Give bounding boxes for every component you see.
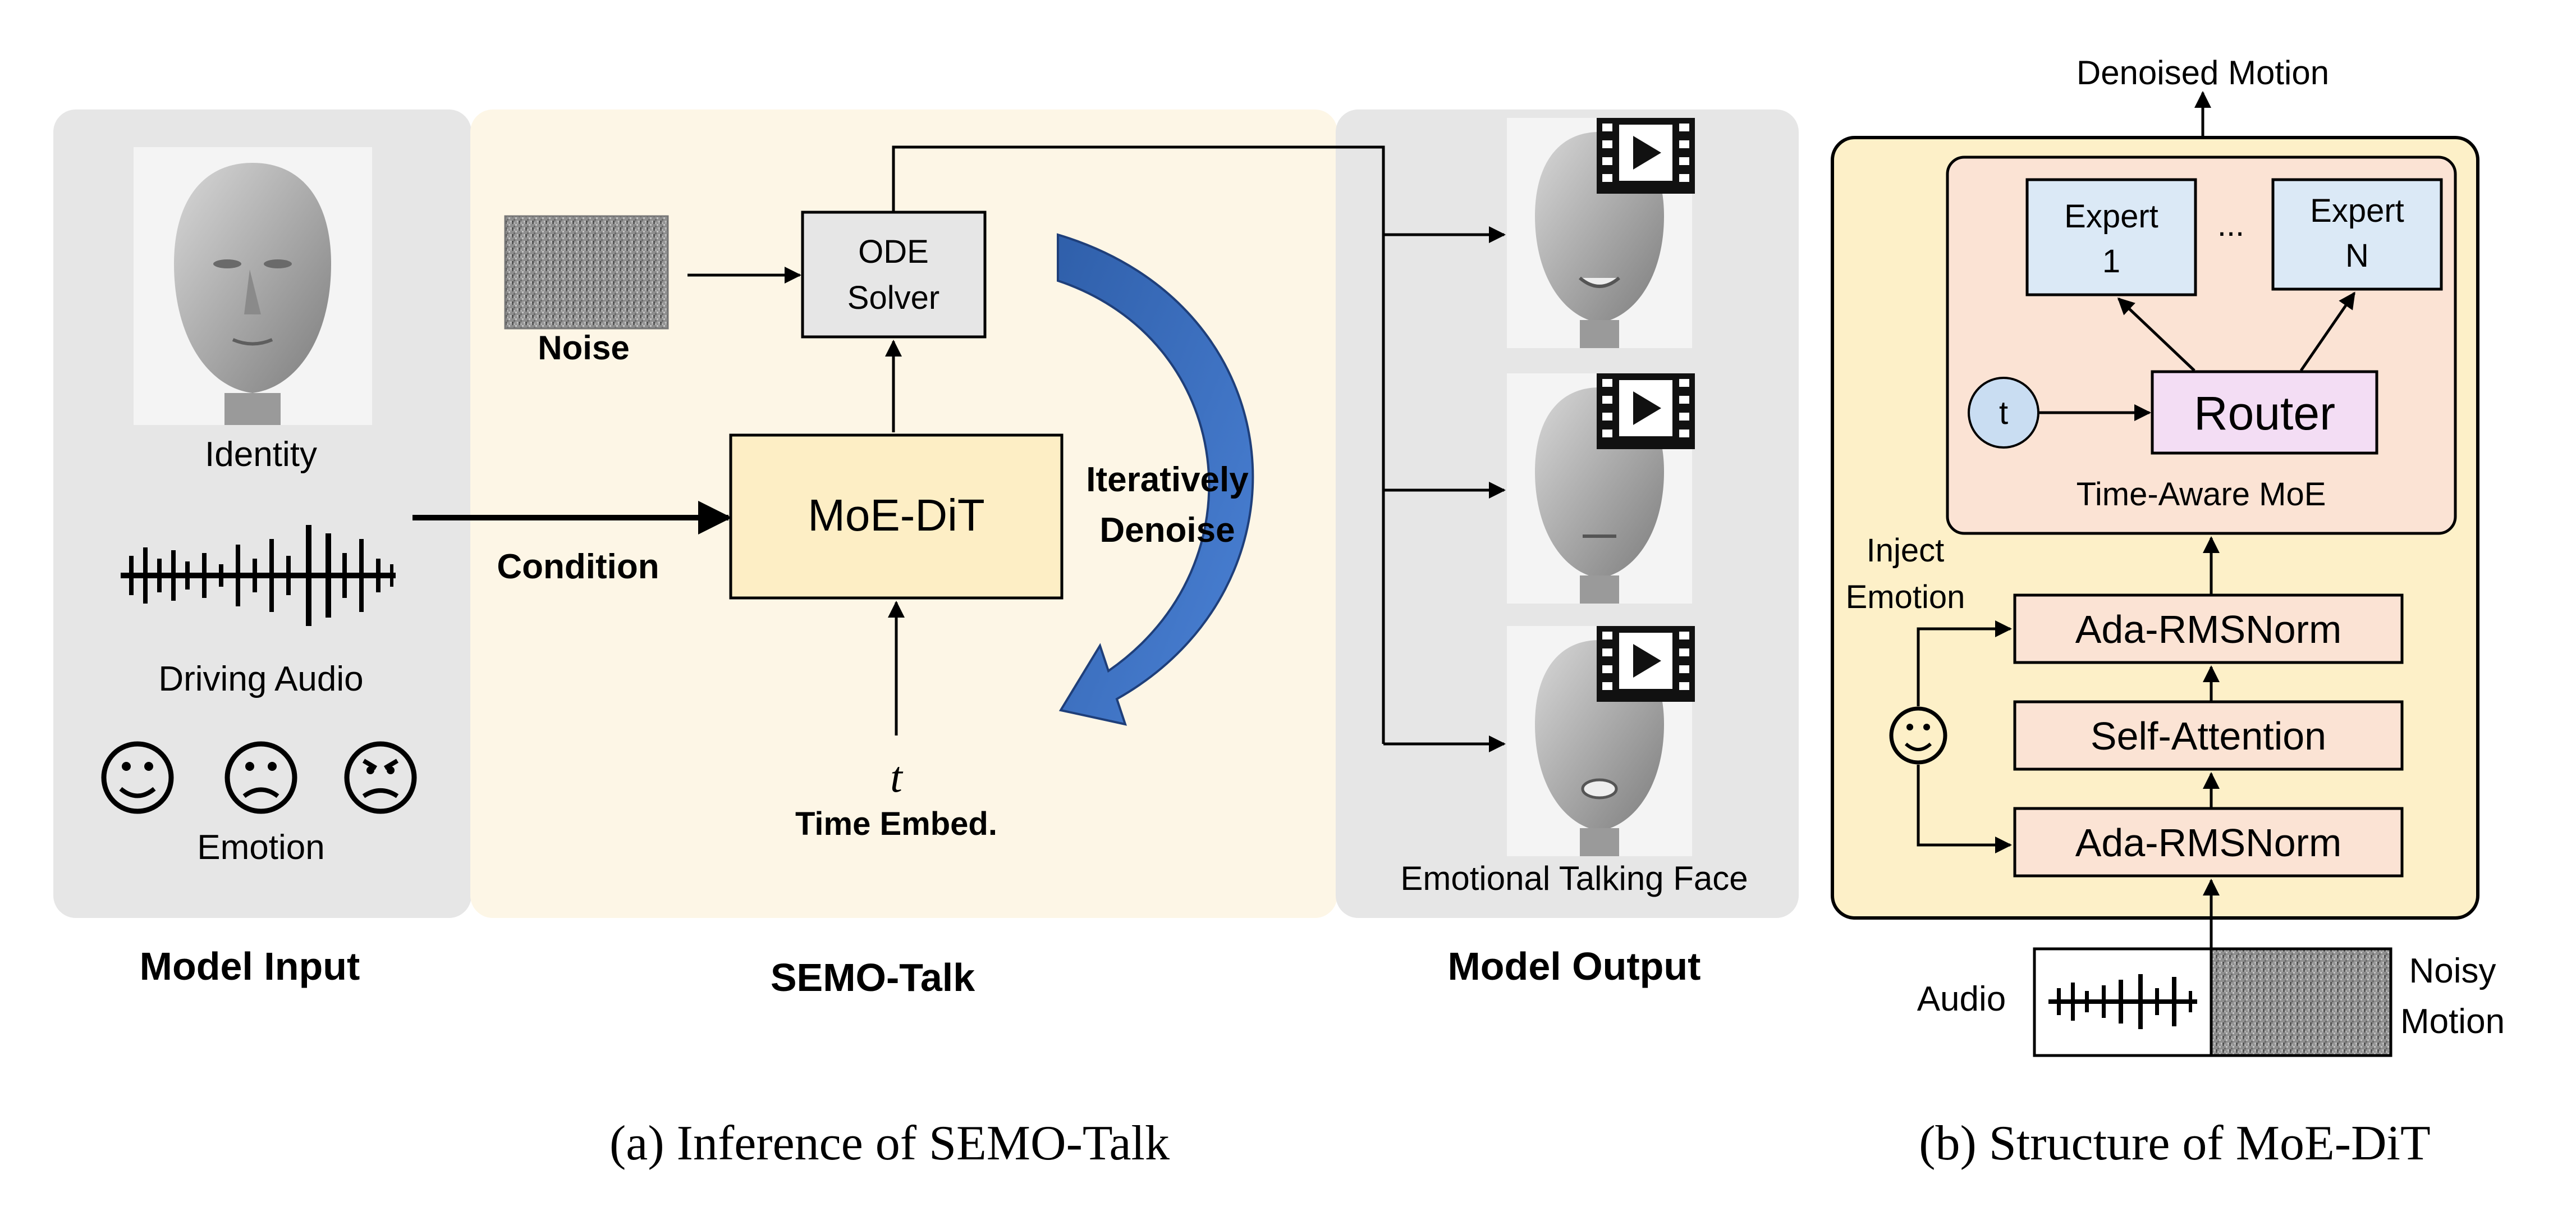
expert-1-box — [2025, 178, 2197, 296]
router-box — [2151, 370, 2378, 455]
condition-label: Condition — [497, 547, 659, 586]
noise-image — [504, 215, 669, 330]
ode-solver-line1: ODE — [858, 234, 929, 270]
video-icon — [1597, 373, 1695, 449]
denoised-motion-label: Denoised Motion — [2077, 54, 2329, 92]
self-attention-label: Self-Attention — [2091, 714, 2326, 758]
iterative-denoise-line1: Iteratively — [1086, 460, 1249, 499]
noisy-motion-input — [2210, 947, 2392, 1057]
ode-solver-line2: Solver — [847, 280, 939, 316]
model-input-title: Model Input — [140, 944, 360, 988]
happy-emotion-icon — [101, 741, 174, 814]
iterative-denoise-arc-icon — [1057, 233, 1254, 726]
driving-audio-waveform — [121, 525, 396, 626]
driving-audio-label: Driving Audio — [158, 660, 363, 698]
router-to-expert-1-arrow — [2117, 297, 2195, 372]
ada-rmsnorm-top-label: Ada-RMSNorm — [2075, 607, 2342, 651]
time-embed-label: Time Embed. — [795, 806, 997, 842]
iterative-denoise-line2: Denoise — [1099, 511, 1235, 550]
expert-1-line2: 1 — [2102, 243, 2120, 280]
router-to-expert-n-arrow — [2299, 291, 2356, 372]
emotion-inject-top-arrow — [1917, 620, 2012, 706]
solver-to-output-line — [892, 145, 1385, 744]
caption-a: (a) Inference of SEMO-Talk — [609, 1116, 1170, 1171]
inject-emotion-line1: Inject — [1867, 532, 1945, 569]
time-aware-moe-label: Time-Aware MoE — [2077, 476, 2326, 513]
t-symbol: t — [890, 752, 904, 801]
video-icon — [1597, 118, 1695, 194]
moe-dit-label: MoE-DiT — [808, 490, 985, 540]
emotion-smiley-icon — [1889, 706, 1947, 765]
expert-n-line2: N — [2345, 237, 2369, 274]
caption-b: (b) Structure of MoE-DiT — [1919, 1116, 2431, 1171]
identity-face-image — [134, 147, 372, 425]
angry-emotion-icon — [344, 741, 417, 814]
emotional-talking-face-label: Emotional Talking Face — [1400, 860, 1748, 897]
experts-ellipsis: ... — [2217, 207, 2244, 243]
noise-label: Noise — [538, 329, 629, 367]
expert-n-line1: Expert — [2310, 193, 2404, 229]
sad-emotion-icon — [224, 741, 297, 814]
noisy-motion-line1: Noisy — [2409, 952, 2496, 990]
audio-label: Audio — [1917, 980, 2006, 1018]
model-output-title: Model Output — [1447, 944, 1700, 988]
noisy-motion-line2: Motion — [2400, 1002, 2505, 1041]
identity-label: Identity — [205, 435, 317, 474]
ada-rmsnorm-top-box — [2013, 593, 2404, 664]
expert-1-line1: Expert — [2064, 198, 2158, 235]
ada-rmsnorm-bottom-box — [2013, 807, 2404, 878]
emotion-inject-bottom-arrow — [1917, 765, 2012, 853]
emotion-label: Emotion — [197, 828, 324, 867]
ada-rmsnorm-bottom-label: Ada-RMSNorm — [2075, 821, 2342, 865]
time-step-label: t — [1999, 395, 2008, 431]
expert-n-box — [2271, 178, 2443, 291]
semo-talk-title: SEMO-Talk — [771, 956, 975, 999]
self-attention-box — [2013, 700, 2404, 771]
ode-solver-box — [801, 211, 987, 339]
video-icon — [1597, 626, 1695, 702]
audio-waveform-input — [2033, 947, 2213, 1057]
inject-emotion-line2: Emotion — [1846, 579, 1965, 615]
router-label: Router — [2194, 387, 2335, 440]
